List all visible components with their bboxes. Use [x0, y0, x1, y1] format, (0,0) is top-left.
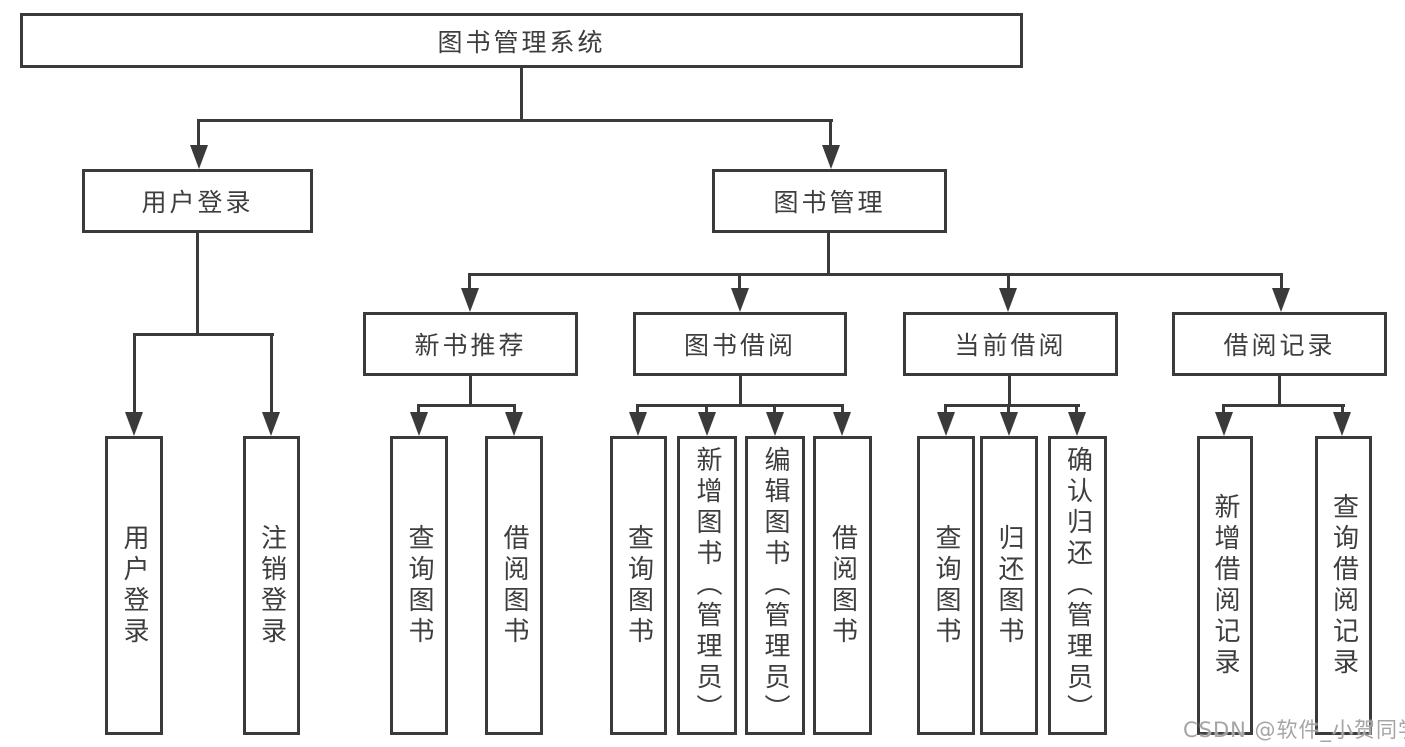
arrow-head — [731, 288, 749, 312]
connector-vline — [705, 404, 708, 414]
arrow-head — [1000, 412, 1018, 436]
node-new-book-recommend: 新书推荐 — [363, 312, 578, 376]
connector-hline — [944, 404, 1080, 407]
connector-vline — [1278, 375, 1281, 406]
node-book-borrow: 图书借阅 — [633, 312, 847, 376]
csdn-watermark: CSDN @软件_小贺同学 — [1183, 718, 1405, 742]
connector-vline — [197, 119, 200, 147]
connector-vline — [829, 119, 832, 147]
node-borrow-record: 借阅记录 — [1172, 312, 1387, 376]
connector-vline — [1341, 404, 1344, 414]
connector-vline — [1008, 375, 1011, 406]
arrow-head — [629, 412, 647, 436]
connector-vline — [841, 404, 844, 414]
connector-hline — [133, 333, 274, 336]
leaf-borrow-add-book-admin: 新增图书（管理员） — [677, 436, 737, 735]
arrow-head — [766, 412, 784, 436]
connector-vline — [417, 404, 420, 414]
arrow-head — [262, 412, 280, 436]
connector-vline — [944, 404, 947, 414]
connector-vline — [270, 333, 273, 413]
connector-vline — [468, 273, 471, 290]
arrow-head — [1333, 412, 1351, 436]
connector-vline — [1075, 404, 1078, 414]
leaf-newbook-query-book: 查询图书 — [390, 436, 448, 735]
leaf-record-add-borrow-record: 新增借阅记录 — [1197, 436, 1253, 735]
leaf-current-confirm-return-admin: 确认归还（管理员） — [1048, 436, 1107, 735]
connector-vline — [520, 66, 523, 121]
leaf-logout: 注销登录 — [243, 436, 300, 735]
node-root-system: 图书管理系统 — [20, 13, 1023, 68]
arrow-head — [999, 288, 1017, 312]
node-user-login: 用户登录 — [82, 169, 313, 233]
leaf-borrow-query-book: 查询图书 — [610, 436, 667, 735]
connector-hline — [1223, 404, 1345, 407]
connector-hline — [197, 119, 833, 122]
arrow-head — [822, 145, 840, 169]
connector-vline — [636, 404, 639, 414]
leaf-current-return-book: 归还图书 — [980, 436, 1038, 735]
arrow-head — [190, 145, 208, 169]
leaf-borrow-edit-book-admin: 编辑图书（管理员） — [745, 436, 805, 735]
arrow-head — [937, 412, 955, 436]
arrow-head — [698, 412, 716, 436]
arrow-head — [125, 412, 143, 436]
arrow-head — [505, 412, 523, 436]
leaf-newbook-borrow-book: 借阅图书 — [485, 436, 543, 735]
connector-vline — [133, 333, 136, 413]
arrow-head — [1068, 412, 1086, 436]
connector-vline — [196, 232, 199, 335]
node-book-management: 图书管理 — [712, 169, 947, 233]
node-current-borrow: 当前借阅 — [903, 312, 1118, 376]
connector-vline — [469, 375, 472, 407]
connector-vline — [1007, 404, 1010, 414]
leaf-record-query-borrow-record: 查询借阅记录 — [1315, 436, 1372, 735]
connector-vline — [1007, 273, 1010, 290]
arrow-head — [410, 412, 428, 436]
arrow-head — [1215, 412, 1233, 436]
connector-vline — [773, 404, 776, 414]
connector-vline — [513, 404, 516, 414]
connector-hline — [417, 404, 516, 407]
arrow-head — [833, 412, 851, 436]
arrow-head — [1272, 288, 1290, 312]
connector-hline — [468, 273, 1283, 276]
connector-hline — [637, 404, 844, 407]
connector-vline — [738, 273, 741, 290]
connector-vline — [1222, 404, 1225, 414]
leaf-user-login: 用户登录 — [105, 436, 163, 735]
leaf-current-query-book: 查询图书 — [917, 436, 975, 735]
leaf-borrow-borrow-book: 借阅图书 — [813, 436, 872, 735]
connector-vline — [1280, 273, 1283, 290]
connector-vline — [739, 375, 742, 406]
connector-vline — [827, 232, 830, 276]
arrow-head — [461, 288, 479, 312]
